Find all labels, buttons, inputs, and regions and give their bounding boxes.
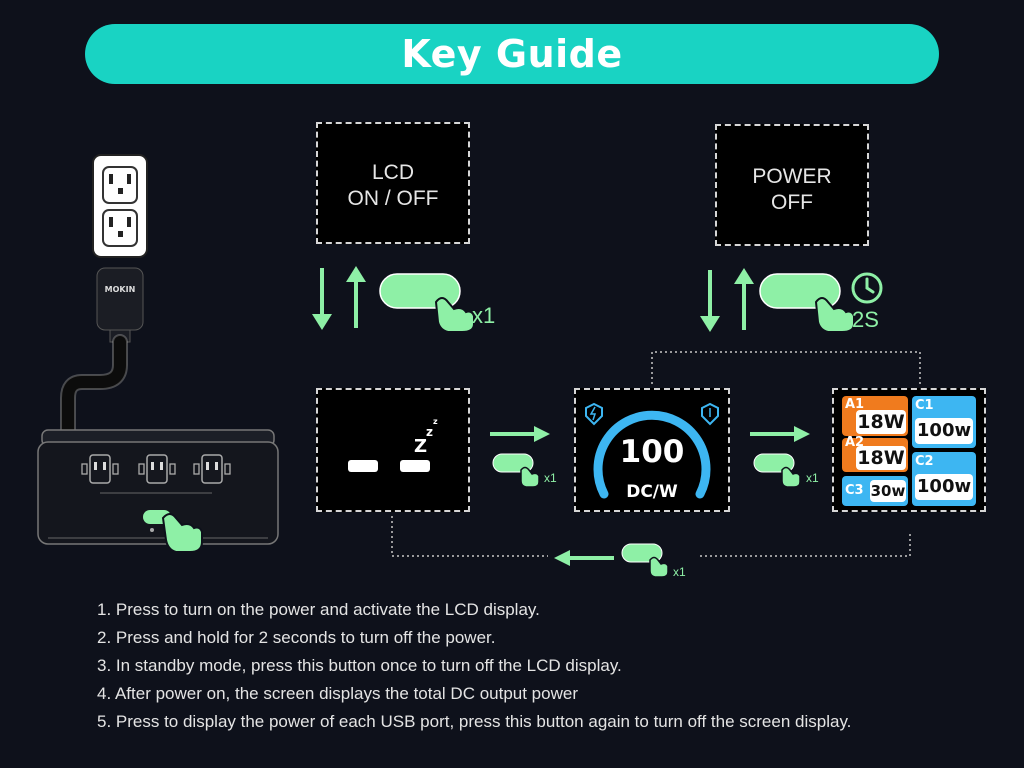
dc-power-screen-box: 100 DC/W <box>574 388 730 512</box>
to-screen-count: x1 <box>544 471 557 485</box>
port-a2-tile: A2 18W <box>842 435 908 472</box>
power-updown-arrows-icon <box>700 268 754 332</box>
power-label-line2: OFF <box>771 191 813 214</box>
lcd-toggle-box: LCD ON / OFF <box>316 122 470 244</box>
press-finger-icon <box>161 513 203 553</box>
standby-box: Z z z <box>316 388 470 512</box>
wall-outlet-icon <box>92 154 148 258</box>
small-press-button-3-icon <box>621 543 669 578</box>
page-title: Key Guide <box>401 32 623 76</box>
port-c3-label: C3 <box>845 483 864 498</box>
port-a1-tile: A1 18W <box>842 396 908 436</box>
plug-brand: MOKIN <box>105 285 136 294</box>
to-ports-count: x1 <box>806 471 819 485</box>
title-banner: Key Guide <box>85 24 939 84</box>
loop-back-count: x1 <box>673 565 686 579</box>
port-c2-label: C2 <box>915 454 934 469</box>
port-c1-label: C1 <box>915 398 934 413</box>
usb-ports-box: A1 18W A2 18W C3 30w C1 100w C2 100w <box>832 388 986 512</box>
small-press-button-2-icon <box>753 453 801 488</box>
arrow-right-2-icon <box>750 426 810 442</box>
lcd-label-line1: LCD <box>371 161 414 184</box>
port-c3-tile: C3 30w <box>842 476 908 506</box>
dc-power-value: 100 <box>619 434 685 470</box>
dc-power-unit: DC/W <box>626 482 678 502</box>
port-a2-value: 18W <box>856 446 906 470</box>
power-label-line1: POWER <box>752 165 832 188</box>
small-press-button-1-icon <box>492 453 540 488</box>
port-c3-value: 30w <box>870 480 906 502</box>
port-c2-tile: C2 100w <box>912 452 976 506</box>
instruction-item: 1. Press to turn on the power and activa… <box>97 600 540 619</box>
svg-text:z: z <box>433 417 438 426</box>
port-c2-value: 100w <box>915 474 973 500</box>
instruction-item: 2. Press and hold for 2 seconds to turn … <box>97 628 496 647</box>
lcd-press-button-icon <box>379 273 475 332</box>
svg-text:z: z <box>426 425 433 439</box>
instruction-item: 3. In standby mode, press this button on… <box>97 656 622 675</box>
power-strip-icon <box>37 429 279 545</box>
lcd-updown-arrows-icon <box>312 266 366 330</box>
port-c1-value: 100w <box>915 418 973 444</box>
arrow-left-loop-icon <box>554 550 614 566</box>
port-c1-tile: C1 100w <box>912 396 976 448</box>
instructions-list: 1. Press to turn on the power and activa… <box>97 596 997 736</box>
device-illustration: MOKIN <box>37 154 279 553</box>
standby-display-icon: Z z z <box>348 417 438 472</box>
timer-icon <box>851 272 883 304</box>
sleep-z-icon: Z <box>414 436 427 457</box>
instruction-item: 4. After power on, the screen displays t… <box>97 684 578 703</box>
power-off-box: POWER OFF <box>715 124 869 246</box>
power-hold-button-icon <box>759 273 855 332</box>
lcd-press-count: x1 <box>472 303 496 328</box>
lcd-label-line2: ON / OFF <box>347 187 439 210</box>
instruction-item: 5. Press to display the power of each US… <box>97 712 852 731</box>
port-a1-value: 18W <box>856 410 906 434</box>
arrow-right-1-icon <box>490 426 550 442</box>
port-a1-label: A1 <box>845 397 865 412</box>
power-hold-duration: 2S <box>852 307 879 332</box>
power-gauge-icon <box>585 402 719 499</box>
